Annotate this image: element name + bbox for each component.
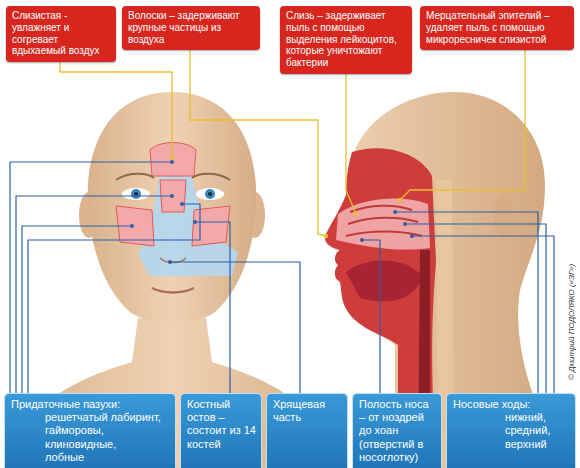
info-panel: Придаточные пазухи:решетчатый лабиринт,г… [4,393,176,468]
callout-box: Слизь – задерживает пыль с помощью выдел… [280,6,412,74]
list-item: гайморовы, [11,424,170,437]
box-text: Хрящевая часть [273,398,342,424]
box-text: Придаточные пазухи: [11,398,170,411]
list-item: клиновидные, [11,438,170,451]
box-text: Волоски – задерживают крупные частицы из… [128,10,254,45]
box-text: Полость носа – от ноздрей до хоан (отвер… [359,398,436,464]
info-panel: Полость носа – от ноздрей до хоан (отвер… [352,393,442,468]
list-item: верхний [453,438,570,451]
box-text: Костный остов – состоит из 14 костей [187,398,256,451]
callout-box: Слизистая - увлажняет и согревает вдыхае… [6,6,116,62]
copyright-note: © Дмитрий ПОДОЛЯКО («ЗГ») [567,264,576,380]
leader-lines-bottom [10,162,554,420]
box-text: Слизистая - увлажняет и согревает вдыхае… [12,10,110,57]
info-panel: Хрящевая часть [266,393,348,468]
callout-box: Мерцательный эпителий – удаляет пыль с п… [420,6,574,50]
list-item: средний, [453,424,570,437]
info-panel: Костный остов – состоит из 14 костей [180,393,262,468]
leader-dots-top [170,156,402,238]
callout-box: Волоски – задерживают крупные частицы из… [122,6,260,50]
box-text: Мерцательный эпителий – удаляет пыль с п… [426,10,568,45]
info-panel: Носовые ходы:нижний,средний,верхний [446,393,576,468]
list-item: лобные [11,451,170,464]
leader-dots-bottom [130,160,414,264]
box-text: Слизь – задерживает пыль с помощью выдел… [286,10,406,69]
box-text: Носовые ходы: [453,398,570,411]
list-item: нижний, [453,411,570,424]
list-item: решетчатый лабиринт, [11,411,170,424]
